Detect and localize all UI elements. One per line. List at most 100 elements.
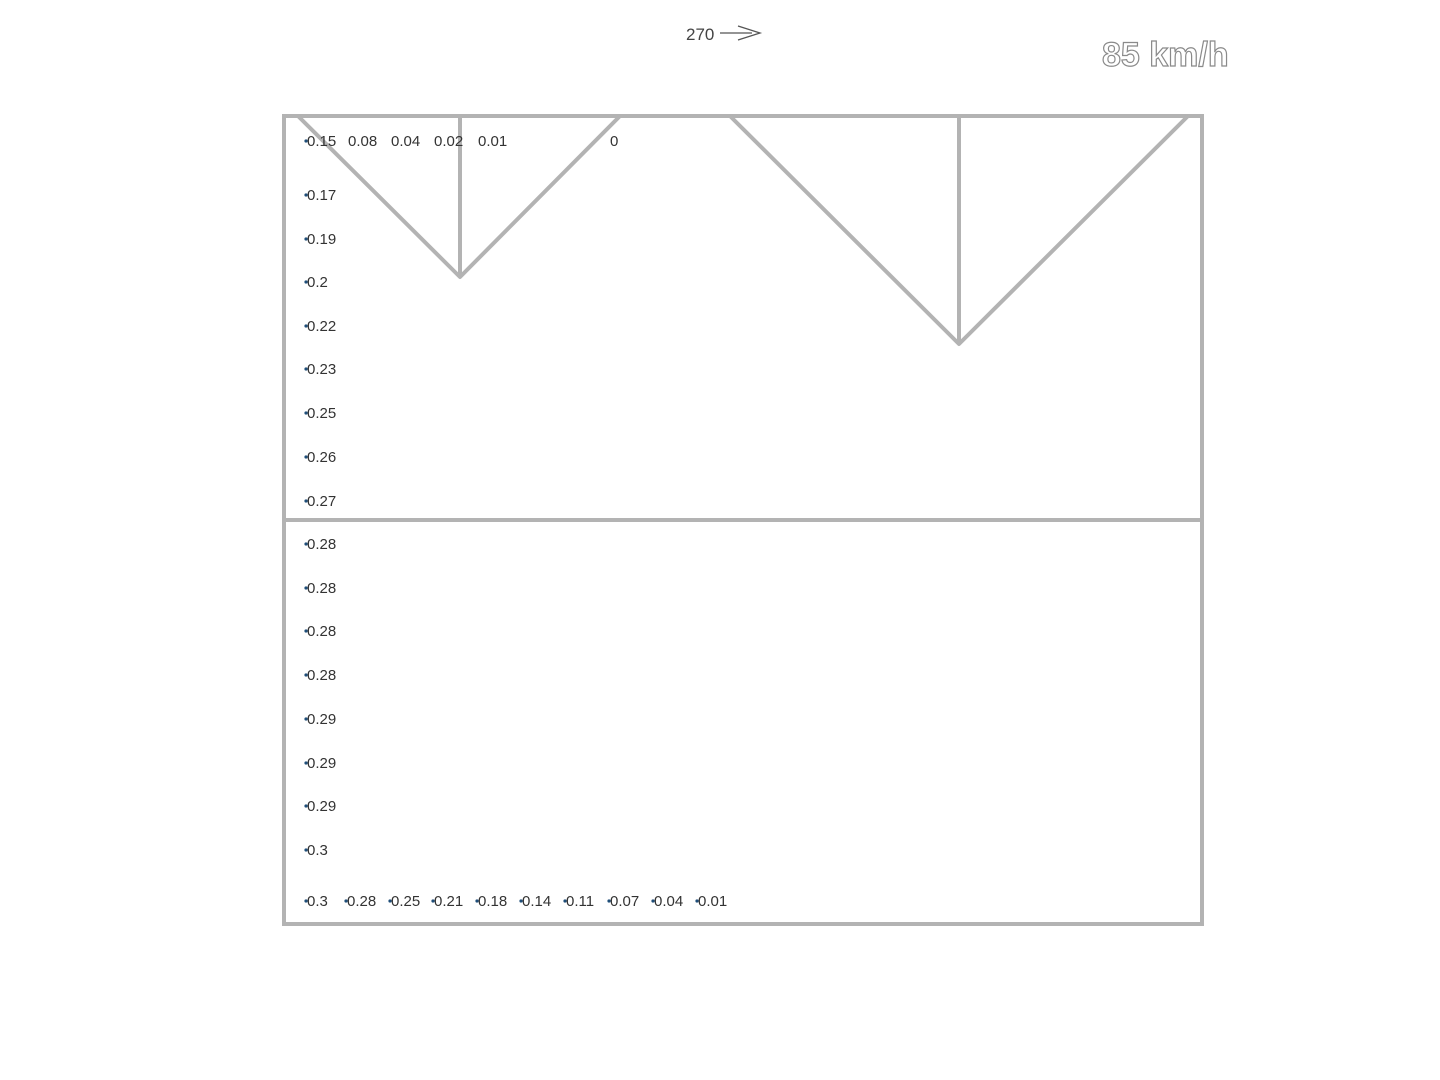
- bottom-value-3: 0.25: [388, 893, 420, 910]
- value-label: 0.14: [522, 893, 551, 910]
- bottom-value-2: 0.28: [344, 893, 376, 910]
- value-marker: [344, 899, 348, 903]
- value-marker: [519, 899, 523, 903]
- value-label: 0.29: [307, 711, 336, 728]
- value-marker: [304, 237, 308, 241]
- left-value-13: 0.29: [304, 711, 336, 728]
- bottom-value-row: 0.3 0.28 0.25 0.21 0.18 0.14 0.11 0.07 0.04 0.01: [304, 893, 727, 910]
- value-marker: [304, 324, 308, 328]
- left-value-8: 0.27: [304, 493, 336, 510]
- value-label: 0.15: [307, 133, 336, 150]
- value-label: 0.3: [307, 893, 328, 910]
- value-marker: [304, 804, 308, 808]
- top-value-5: 0.01: [478, 133, 507, 150]
- value-label: 0.04: [391, 133, 420, 150]
- top-value-4: 0.02: [434, 133, 463, 150]
- left-value-9: 0.28: [304, 536, 336, 553]
- left-value-4: 0.22: [304, 318, 336, 335]
- left-value-2: 0.19: [304, 231, 336, 248]
- structure-frame: [282, 114, 1204, 926]
- bottom-value-6: 0.14: [519, 893, 551, 910]
- value-label: 0.22: [307, 318, 336, 335]
- value-marker: [607, 899, 611, 903]
- wind-speed-label: 85 km/h: [1102, 36, 1229, 74]
- value-label: 0.27: [307, 493, 336, 510]
- value-marker: [304, 629, 308, 633]
- value-label: 0.17: [307, 187, 336, 204]
- top-value-3: 0.04: [391, 133, 420, 150]
- value-label: 0: [610, 133, 618, 150]
- top-value-2: 0.08: [348, 133, 377, 150]
- value-label: 0.28: [307, 623, 336, 640]
- value-marker: [388, 899, 392, 903]
- value-marker: [304, 193, 308, 197]
- value-label: 0.07: [610, 893, 639, 910]
- left-value-11: 0.28: [304, 623, 336, 640]
- value-label: 0.3: [307, 842, 328, 859]
- value-label: 0.25: [307, 405, 336, 422]
- right-arrow-icon: [720, 25, 763, 41]
- value-label: 0.08: [348, 133, 377, 150]
- bottom-value-9: 0.04: [651, 893, 683, 910]
- value-marker: [304, 899, 308, 903]
- value-marker: [304, 367, 308, 371]
- value-label: 0.2: [307, 274, 328, 291]
- value-label: 0.21: [434, 893, 463, 910]
- top-value-row: 0.15 0.08 0.04 0.02 0.01 0: [304, 133, 618, 150]
- bottom-value-1: 0.3: [304, 893, 328, 910]
- value-label: 0.18: [478, 893, 507, 910]
- bottom-value-4: 0.21: [431, 893, 463, 910]
- value-marker: [304, 717, 308, 721]
- direction-value: 270: [686, 25, 714, 44]
- value-marker: [304, 411, 308, 415]
- value-label: 0.23: [307, 361, 336, 378]
- value-label: 0.04: [654, 893, 683, 910]
- top-value-1: 0.15: [304, 133, 336, 150]
- left-value-16: 0.3: [304, 842, 328, 859]
- value-marker: [304, 586, 308, 590]
- value-label: 0.28: [347, 893, 376, 910]
- wind-direction-indicator: 270: [686, 25, 763, 44]
- value-marker: [304, 673, 308, 677]
- value-marker: [651, 899, 655, 903]
- value-label: 0.02: [434, 133, 463, 150]
- value-marker: [304, 499, 308, 503]
- left-value-column: 0.17 0.19 0.2 0.22 0.23 0.25 0.26 0.27 0.28 0.28 0…: [304, 187, 336, 859]
- left-value-14: 0.29: [304, 755, 336, 772]
- value-label: 0.26: [307, 449, 336, 466]
- left-value-3: 0.2: [304, 274, 328, 291]
- value-marker: [304, 280, 308, 284]
- value-label: 0.28: [307, 580, 336, 597]
- value-label: 0.01: [478, 133, 507, 150]
- bottom-value-10: 0.01: [695, 893, 727, 910]
- value-label: 0.29: [307, 798, 336, 815]
- value-marker: [563, 899, 567, 903]
- value-marker: [304, 455, 308, 459]
- left-value-15: 0.29: [304, 798, 336, 815]
- bottom-value-5: 0.18: [475, 893, 507, 910]
- value-label: 0.28: [307, 667, 336, 684]
- left-value-12: 0.28: [304, 667, 336, 684]
- value-marker: [475, 899, 479, 903]
- value-marker: [304, 848, 308, 852]
- left-value-6: 0.25: [304, 405, 336, 422]
- value-marker: [304, 542, 308, 546]
- truss-right: [728, 114, 1190, 346]
- value-label: 0.11: [566, 893, 594, 910]
- left-value-5: 0.23: [304, 361, 336, 378]
- value-label: 0.29: [307, 755, 336, 772]
- left-value-7: 0.26: [304, 449, 336, 466]
- truss-left: [296, 114, 622, 279]
- value-label: 0.19: [307, 231, 336, 248]
- left-value-1: 0.17: [304, 187, 336, 204]
- value-label: 0.01: [698, 893, 727, 910]
- value-marker: [431, 899, 435, 903]
- value-label: 0.25: [391, 893, 420, 910]
- bottom-value-8: 0.07: [607, 893, 639, 910]
- value-marker: [695, 899, 699, 903]
- left-value-10: 0.28: [304, 580, 336, 597]
- bottom-value-7: 0.11: [563, 893, 594, 910]
- top-value-6: 0: [610, 133, 618, 150]
- value-label: 0.28: [307, 536, 336, 553]
